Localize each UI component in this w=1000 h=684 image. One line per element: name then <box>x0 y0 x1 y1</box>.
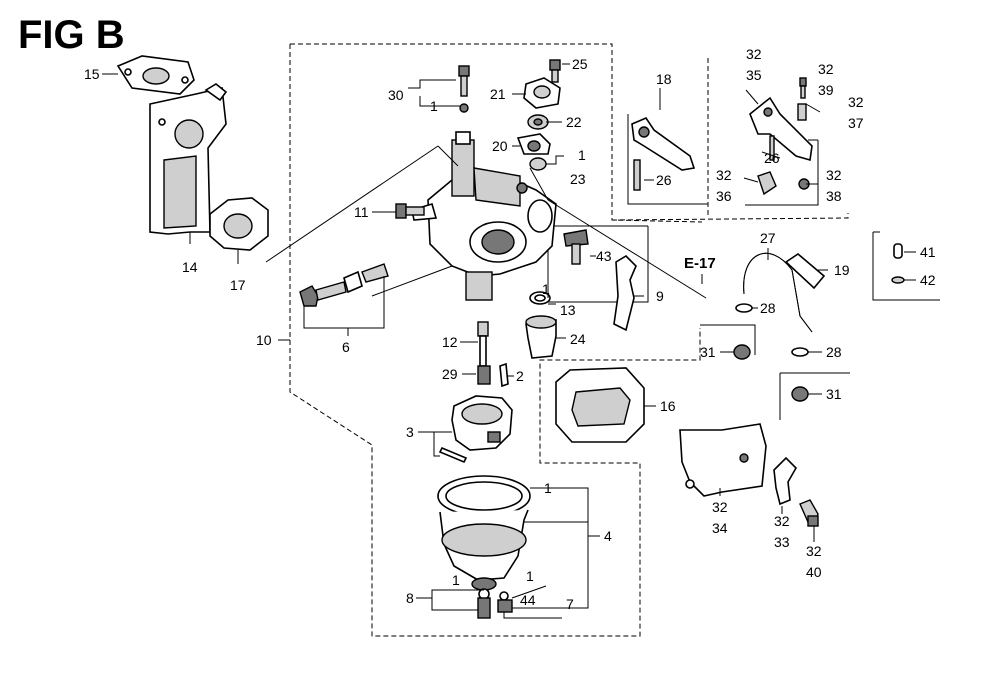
label-20: 20 <box>492 138 508 154</box>
label-11: 11 <box>354 204 369 220</box>
main-jet-parts <box>477 321 509 388</box>
shield-34 <box>679 423 767 497</box>
label-28a: 28 <box>760 300 776 316</box>
label-39: 39 <box>818 82 834 98</box>
label-9: 9 <box>656 288 664 304</box>
label-23: 23 <box>570 171 586 187</box>
governor-lever-35 <box>749 77 813 196</box>
label-28b: 28 <box>826 344 842 360</box>
label-27: 27 <box>760 230 776 246</box>
label-42: 42 <box>920 272 936 288</box>
bowl-bolts <box>477 588 513 619</box>
label-1a: 1 <box>430 98 438 114</box>
label-32-36: 32 <box>716 167 732 183</box>
label-34: 34 <box>712 520 728 536</box>
label-32-38: 32 <box>826 167 842 183</box>
figure-title: FIG B <box>18 13 125 57</box>
label-16: 16 <box>660 398 676 414</box>
grommets-31 <box>733 344 809 402</box>
carburetor-body <box>411 131 557 301</box>
label-37: 37 <box>848 115 864 131</box>
label-6: 6 <box>342 339 350 355</box>
label-26a: 26 <box>656 172 672 188</box>
label-4: 4 <box>604 528 612 544</box>
label-10: 10 <box>256 332 272 348</box>
label-1f: 1 <box>526 568 534 584</box>
float-valve-parts <box>516 59 561 171</box>
label-21: 21 <box>490 86 506 102</box>
label-1c: 1 <box>542 281 550 297</box>
label-26b: 26 <box>764 150 780 166</box>
bracket-33 <box>773 456 819 527</box>
reference-e17: E-17 <box>684 255 716 272</box>
parts-41-42 <box>891 243 905 284</box>
label-14: 14 <box>182 259 198 275</box>
label-41: 41 <box>920 244 936 260</box>
label-3: 3 <box>406 424 414 440</box>
leader-lines <box>102 63 916 619</box>
label-13: 13 <box>560 302 576 318</box>
label-38: 38 <box>826 188 842 204</box>
label-8: 8 <box>406 590 414 606</box>
choke-lever-18 <box>631 117 696 191</box>
label-15: 15 <box>84 66 100 82</box>
label-12: 12 <box>442 334 458 350</box>
gasket-16 <box>555 367 645 443</box>
label-44: 44 <box>520 592 536 608</box>
label-1b: 1 <box>578 147 586 163</box>
label-32-39: 32 <box>818 61 834 77</box>
part-labels: 15 14 17 30 1 25 21 22 20 1 23 11 6 10 1… <box>84 46 936 612</box>
label-32-top: 32 <box>746 46 762 62</box>
label-22: 22 <box>566 114 582 130</box>
label-32-33: 32 <box>774 513 790 529</box>
gasket-15 <box>116 55 195 95</box>
label-30: 30 <box>388 87 404 103</box>
clips-28 <box>735 303 809 357</box>
label-31b: 31 <box>826 386 842 402</box>
label-19: 19 <box>834 262 850 278</box>
label-36: 36 <box>716 188 732 204</box>
group-outlines <box>289 43 940 637</box>
label-24: 24 <box>570 331 586 347</box>
label-31a: 31 <box>700 344 716 360</box>
jet-and-bracket-parts <box>525 229 637 359</box>
label-32-40: 32 <box>806 543 822 559</box>
insulator-plate-14 <box>149 83 228 235</box>
screw-11 <box>395 203 425 219</box>
label-2: 2 <box>516 368 524 384</box>
fuel-tubes <box>743 252 826 333</box>
float-3 <box>438 395 513 464</box>
label-32-37: 32 <box>848 94 864 110</box>
pilot-screw-6 <box>299 263 389 307</box>
label-7: 7 <box>566 596 574 612</box>
label-40: 40 <box>806 564 822 580</box>
label-32-34: 32 <box>712 499 728 515</box>
label-43: 43 <box>596 248 612 264</box>
label-1d: 1 <box>544 480 552 496</box>
label-29: 29 <box>442 366 458 382</box>
screw-30 <box>458 65 470 113</box>
label-33: 33 <box>774 534 790 550</box>
float-bowl-4 <box>437 475 531 591</box>
label-1e: 1 <box>452 572 460 588</box>
label-17: 17 <box>230 277 246 293</box>
label-25: 25 <box>572 56 588 72</box>
gasket-17 <box>209 197 269 251</box>
label-35: 35 <box>746 67 762 83</box>
label-18: 18 <box>656 71 672 87</box>
